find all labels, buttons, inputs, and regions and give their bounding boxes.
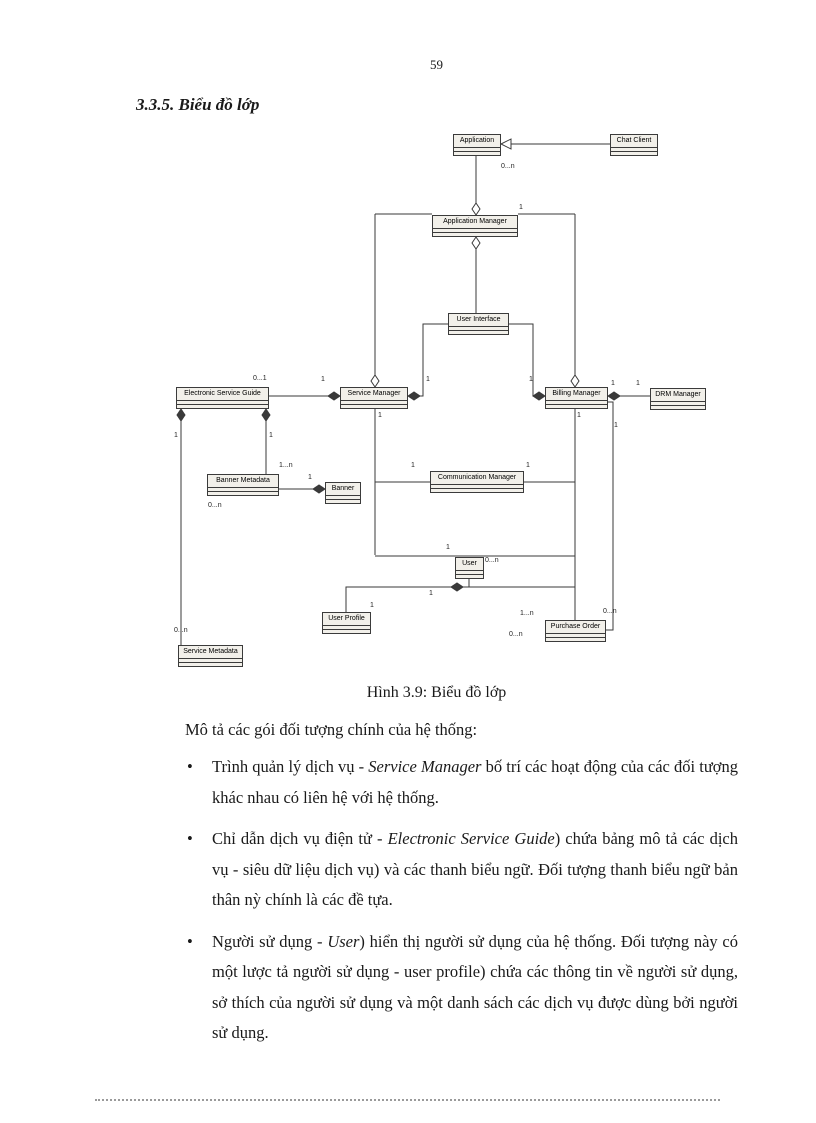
class-box-user-profile: User Profile: [322, 612, 371, 634]
class-box-banner: Banner: [325, 482, 361, 504]
multiplicity-label: 1: [321, 376, 325, 383]
multiplicity-label: 0...n: [208, 502, 222, 509]
multiplicity-label: 1: [370, 602, 374, 609]
multiplicity-label: 1: [526, 462, 530, 469]
multiplicity-label: 0...n: [603, 608, 617, 615]
class-box-electronic-service-guide: Electronic Service Guide: [176, 387, 269, 409]
bullet-text-pre: Chỉ dẫn dịch vụ điện tử -: [212, 829, 388, 848]
multiplicity-label: 1: [426, 376, 430, 383]
class-name: Banner Metadata: [208, 475, 278, 488]
multiplicity-label: 0...n: [501, 163, 515, 170]
class-name: Electronic Service Guide: [177, 388, 268, 401]
multiplicity-label: 0...n: [174, 627, 188, 634]
page-footer-rule: [95, 1099, 720, 1101]
multiplicity-label: 0...n: [485, 557, 499, 564]
multiplicity-label: 1...n: [279, 462, 293, 469]
class-box-banner-metadata: Banner Metadata: [207, 474, 279, 496]
multiplicity-label: 1: [429, 590, 433, 597]
class-name: Service Metadata: [179, 646, 242, 659]
bullet-list: Trình quản lý dịch vụ - Service Manager …: [185, 752, 738, 1060]
connector-adornments: [176, 138, 621, 592]
bullet-text-em: Electronic Service Guide: [387, 829, 555, 848]
class-box-communication-manager: Communication Manager: [430, 471, 524, 493]
class-box-service-metadata: Service Metadata: [178, 645, 243, 667]
page-number: 59: [430, 57, 443, 72]
bullet-text-post: bố trí các hoạt động của các đối tượng k…: [212, 757, 738, 807]
class-box-service-manager: Service Manager: [340, 387, 408, 409]
class-box-application-manager: Application Manager: [432, 215, 518, 237]
class-name: User Profile: [323, 613, 370, 626]
section-heading: 3.3.5. Biểu đồ lớp: [136, 95, 260, 114]
bullet-text-em: Service Manager: [368, 757, 482, 776]
class-compartment: [208, 491, 278, 495]
class-name: Application: [454, 135, 500, 148]
bullet-item: Trình quản lý dịch vụ - Service Manager …: [185, 752, 738, 813]
multiplicity-label: 0...1: [253, 375, 267, 382]
multiplicity-label: 1: [174, 432, 178, 439]
diagram-connectors: [176, 138, 650, 645]
class-compartment: [179, 662, 242, 666]
multiplicity-label: 1: [529, 376, 533, 383]
class-compartment: [449, 330, 508, 334]
bullet-text-pre: Trình quản lý dịch vụ -: [212, 757, 369, 776]
class-compartment: [651, 405, 705, 409]
bullet-text-pre: Người sử dụng -: [212, 931, 328, 951]
multiplicity-label: 1: [577, 412, 581, 419]
class-box-user: User: [455, 557, 484, 579]
class-compartment: [456, 574, 483, 578]
bullet-text-em: User: [327, 931, 360, 951]
class-box-chat-client: Chat Client: [610, 134, 658, 156]
class-box-drm-manager: DRM Manager: [650, 388, 706, 410]
class-name: Billing Manager: [546, 388, 607, 401]
bullet-item: Chỉ dẫn dịch vụ điện tử - Electronic Ser…: [185, 824, 738, 916]
intro-paragraph: Mô tả các gói đối tượng chính của hệ thố…: [185, 720, 478, 739]
multiplicity-label: 1...n: [520, 610, 534, 617]
class-name: User Interface: [449, 314, 508, 327]
multiplicity-label: 1: [636, 380, 640, 387]
class-compartment: [611, 151, 657, 155]
class-compartment: [431, 488, 523, 492]
class-name: DRM Manager: [651, 389, 705, 402]
multiplicity-label: 1: [519, 204, 523, 211]
class-name: Application Manager: [433, 216, 517, 229]
uml-class-diagram: Application Chat Client Application Mana…: [165, 125, 715, 685]
class-compartment: [323, 629, 370, 633]
class-box-user-interface: User Interface: [448, 313, 509, 335]
class-name: Banner: [326, 483, 360, 496]
class-compartment: [454, 151, 500, 155]
multiplicity-label: 1: [411, 462, 415, 469]
class-compartment: [326, 499, 360, 503]
class-compartment: [177, 404, 268, 408]
bullet-text-post: ) hiển thị người sử dụng của hệ thống. Đ…: [212, 931, 738, 1043]
multiplicity-label: 1: [269, 432, 273, 439]
multiplicity-label: 1: [308, 474, 312, 481]
multiplicity-label: 1: [611, 380, 615, 387]
class-name: Communication Manager: [431, 472, 523, 485]
multiplicity-label: 1: [378, 412, 382, 419]
figure-caption: Hình 3.9: Biểu đồ lớp: [366, 684, 507, 701]
class-compartment: [341, 404, 407, 408]
class-box-application: Application: [453, 134, 501, 156]
class-compartment: [433, 232, 517, 236]
class-box-purchase-order: Purchase Order: [545, 620, 606, 642]
class-name: Service Manager: [341, 388, 407, 401]
multiplicity-label: 1: [446, 544, 450, 551]
class-compartment: [546, 637, 605, 641]
bullet-item: Người sử dụng - User) hiển thị người sử …: [185, 927, 738, 1049]
class-compartment: [546, 404, 607, 408]
bullet-text-post: ) chứa bảng mô tả các dịch vụ - siêu dữ …: [212, 829, 739, 909]
class-box-billing-manager: Billing Manager: [545, 387, 608, 409]
class-name: User: [456, 558, 483, 571]
multiplicity-label: 1: [614, 422, 618, 429]
multiplicity-label: 0...n: [509, 631, 523, 638]
class-name: Purchase Order: [546, 621, 605, 634]
class-name: Chat Client: [611, 135, 657, 148]
